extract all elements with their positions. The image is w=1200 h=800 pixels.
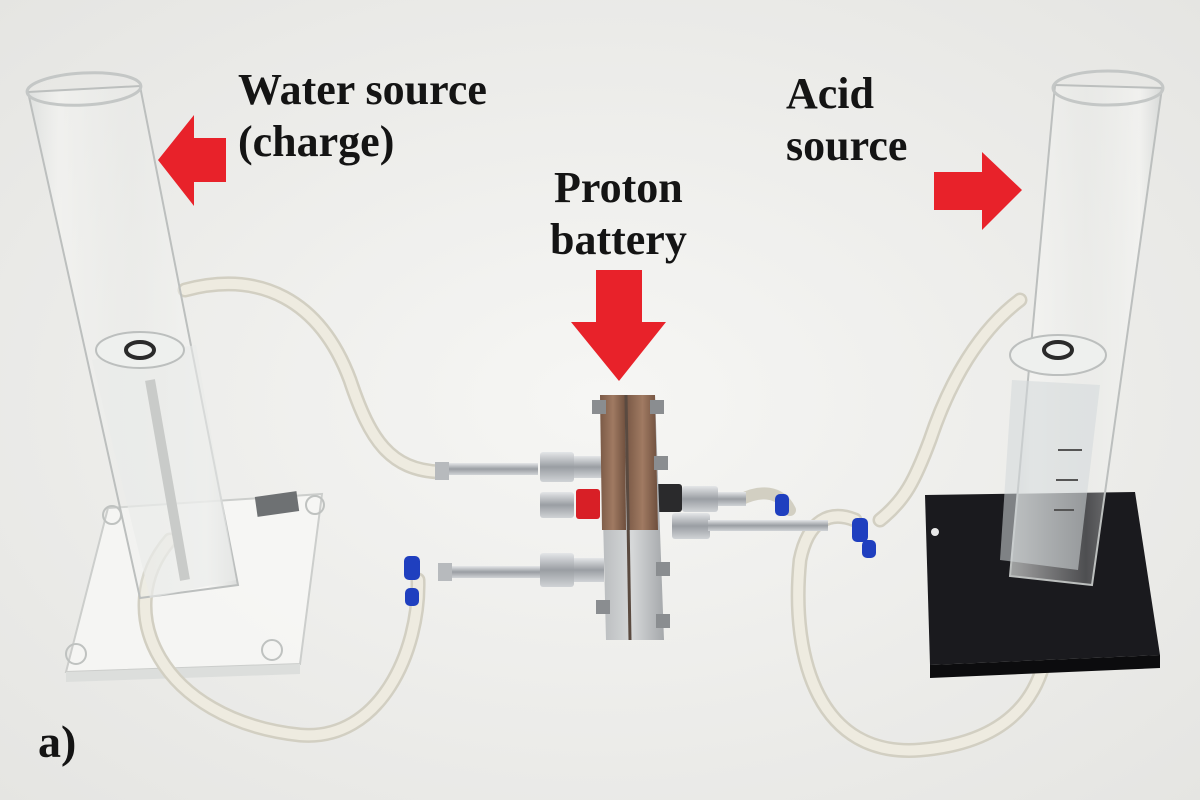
water-source-label-line1: Water source — [238, 65, 487, 114]
panel-label: a) — [38, 716, 77, 767]
steel-fittings — [435, 452, 828, 587]
acid-source-arrow — [934, 152, 1022, 230]
acid-source-label-line2: source — [786, 121, 908, 170]
water-source-label-line2: (charge) — [238, 117, 395, 166]
proton-battery-label-line1: Proton — [554, 163, 683, 212]
proton-battery-cell — [592, 394, 670, 641]
annotation-arrows — [158, 115, 1022, 381]
water-source-label: Water source (charge) — [238, 64, 487, 168]
acid-source-cylinder — [1000, 69, 1165, 587]
proton-battery-label: Proton battery — [550, 162, 687, 266]
acid-source-label: Acid source — [786, 68, 907, 172]
water-source-cylinder — [25, 71, 240, 600]
acid-source-label-line1: Acid — [786, 69, 874, 118]
water-source-arrow — [158, 115, 226, 206]
proton-battery-arrow — [571, 270, 666, 381]
tube-clips — [404, 494, 876, 606]
proton-battery-label-line2: battery — [550, 215, 687, 264]
